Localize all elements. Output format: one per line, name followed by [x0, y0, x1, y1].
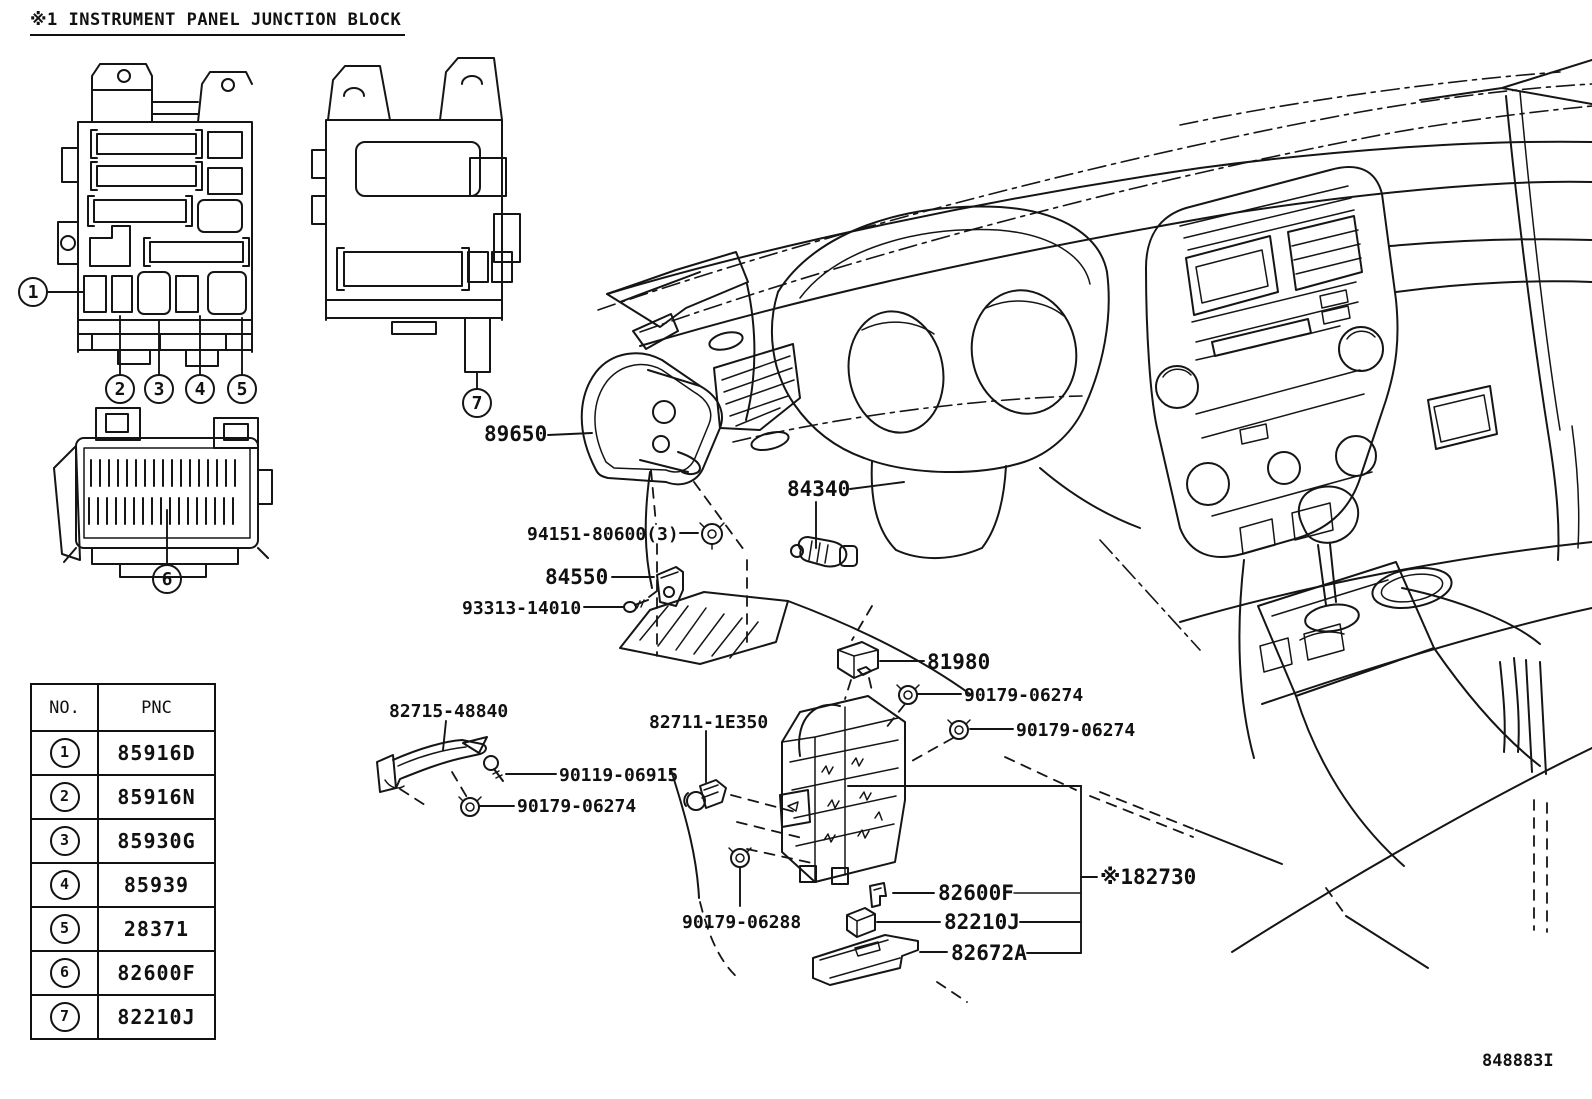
label-82711-1e350: 82711-1E350 — [649, 712, 768, 733]
part-84340-switch — [790, 536, 858, 568]
part-94151-clip — [699, 522, 725, 550]
row-pnc: 85916D — [97, 730, 216, 776]
part-89650-cluster-finish-panel — [580, 352, 723, 486]
row-pnc: 85930G — [97, 818, 216, 864]
label-90179-06274-1: 90179-06274 — [964, 685, 1083, 706]
label-90179-06274-3: 90179-06274 — [517, 796, 636, 817]
junction-block-rear-view — [311, 57, 521, 373]
pnc-table: NO. PNC 1 85916D 2 85916N 3 85930G 4 859… — [30, 683, 216, 1040]
label-84340: 84340 — [787, 477, 850, 501]
table-row: 6 82600F — [30, 950, 216, 996]
table-row: 7 82210J — [30, 994, 216, 1040]
row-no-badge: 3 — [49, 826, 80, 856]
row-pnc: 82210J — [97, 994, 216, 1040]
part-82210j-relay — [846, 907, 876, 938]
label-82672a: 82672A — [951, 941, 1027, 965]
row-no-badge: 1 — [49, 738, 80, 768]
table-row: 4 85939 — [30, 862, 216, 908]
part-82715-bracket — [376, 736, 488, 793]
part-junction-block-182730 — [779, 695, 906, 885]
bracket-182730 — [847, 785, 1098, 954]
table-row: 3 85930G — [30, 818, 216, 864]
label-90119-06915: 90119-06915 — [559, 765, 678, 786]
callout-markers: 1 2 3 4 5 6 7 — [18, 277, 492, 594]
label-93313-14010: 93313-14010 — [462, 598, 581, 619]
part-93313-screw — [623, 599, 649, 613]
callout-6: 6 — [162, 569, 173, 590]
label-90179-06274-2: 90179-06274 — [1016, 720, 1135, 741]
callout-5: 5 — [237, 379, 248, 400]
fuse-marks — [821, 757, 883, 843]
col-header-no: NO. — [30, 683, 99, 732]
part-90179-06274-clip-2 — [947, 719, 971, 740]
part-82672a-tray — [812, 934, 919, 986]
figure-code: 848883I — [1482, 1051, 1554, 1071]
callout-2: 2 — [115, 379, 126, 400]
label-81980: 81980 — [927, 650, 990, 674]
col-header-pnc: PNC — [97, 683, 216, 732]
row-pnc: 85916N — [97, 774, 216, 820]
label-90179-06288: 90179-06288 — [682, 912, 801, 933]
part-90179-06288-clip — [728, 847, 752, 868]
callout-4: 4 — [195, 379, 206, 400]
part-82711-connector — [683, 779, 727, 811]
label-89650: 89650 — [484, 422, 547, 446]
label-82715-48840: 82715-48840 — [389, 701, 508, 722]
row-no-badge: 2 — [49, 782, 80, 812]
row-no-badge: 6 — [49, 958, 80, 988]
part-90179-06274-clip-3 — [458, 796, 482, 817]
label-84550: 84550 — [545, 565, 608, 589]
callout-1: 1 — [28, 282, 39, 303]
callout-7: 7 — [472, 393, 483, 414]
part-number-labels: 89650 84340 94151-80600(3) 84550 93313-1… — [389, 422, 1196, 965]
table-row: 1 85916D — [30, 730, 216, 776]
row-no-badge: 5 — [49, 914, 80, 944]
part-82600f-clip — [869, 882, 887, 908]
part-90119-screw — [483, 755, 504, 782]
part-81980-relay — [837, 641, 879, 679]
table-row: 2 85916N — [30, 774, 216, 820]
leader-lines — [442, 432, 1014, 953]
junction-block-connector-view — [53, 407, 273, 578]
label-82600f: 82600F — [938, 881, 1014, 905]
connector-pins — [88, 459, 236, 525]
label-82210j: 82210J — [944, 910, 1020, 934]
row-pnc: 82600F — [97, 950, 216, 996]
table-header-row: NO. PNC — [30, 683, 216, 732]
part-90179-06274-clip-1 — [896, 684, 920, 705]
table-row: 5 28371 — [30, 906, 216, 952]
page-title: ※1 INSTRUMENT PANEL JUNCTION BLOCK — [30, 10, 406, 36]
row-no-badge: 7 — [49, 1002, 80, 1032]
row-no-badge: 4 — [49, 870, 80, 900]
instrument-panel-drawing — [597, 59, 1592, 981]
junction-block-front-view — [57, 63, 253, 367]
part-84550-bracket — [656, 566, 684, 607]
label-94151-80600: 94151-80600(3) — [527, 524, 679, 545]
label-182730: ※182730 — [1100, 865, 1196, 889]
callout-3: 3 — [154, 379, 165, 400]
row-pnc: 85939 — [97, 862, 216, 908]
assembly-dashed-lines — [399, 469, 1194, 1003]
row-pnc: 28371 — [97, 906, 216, 952]
